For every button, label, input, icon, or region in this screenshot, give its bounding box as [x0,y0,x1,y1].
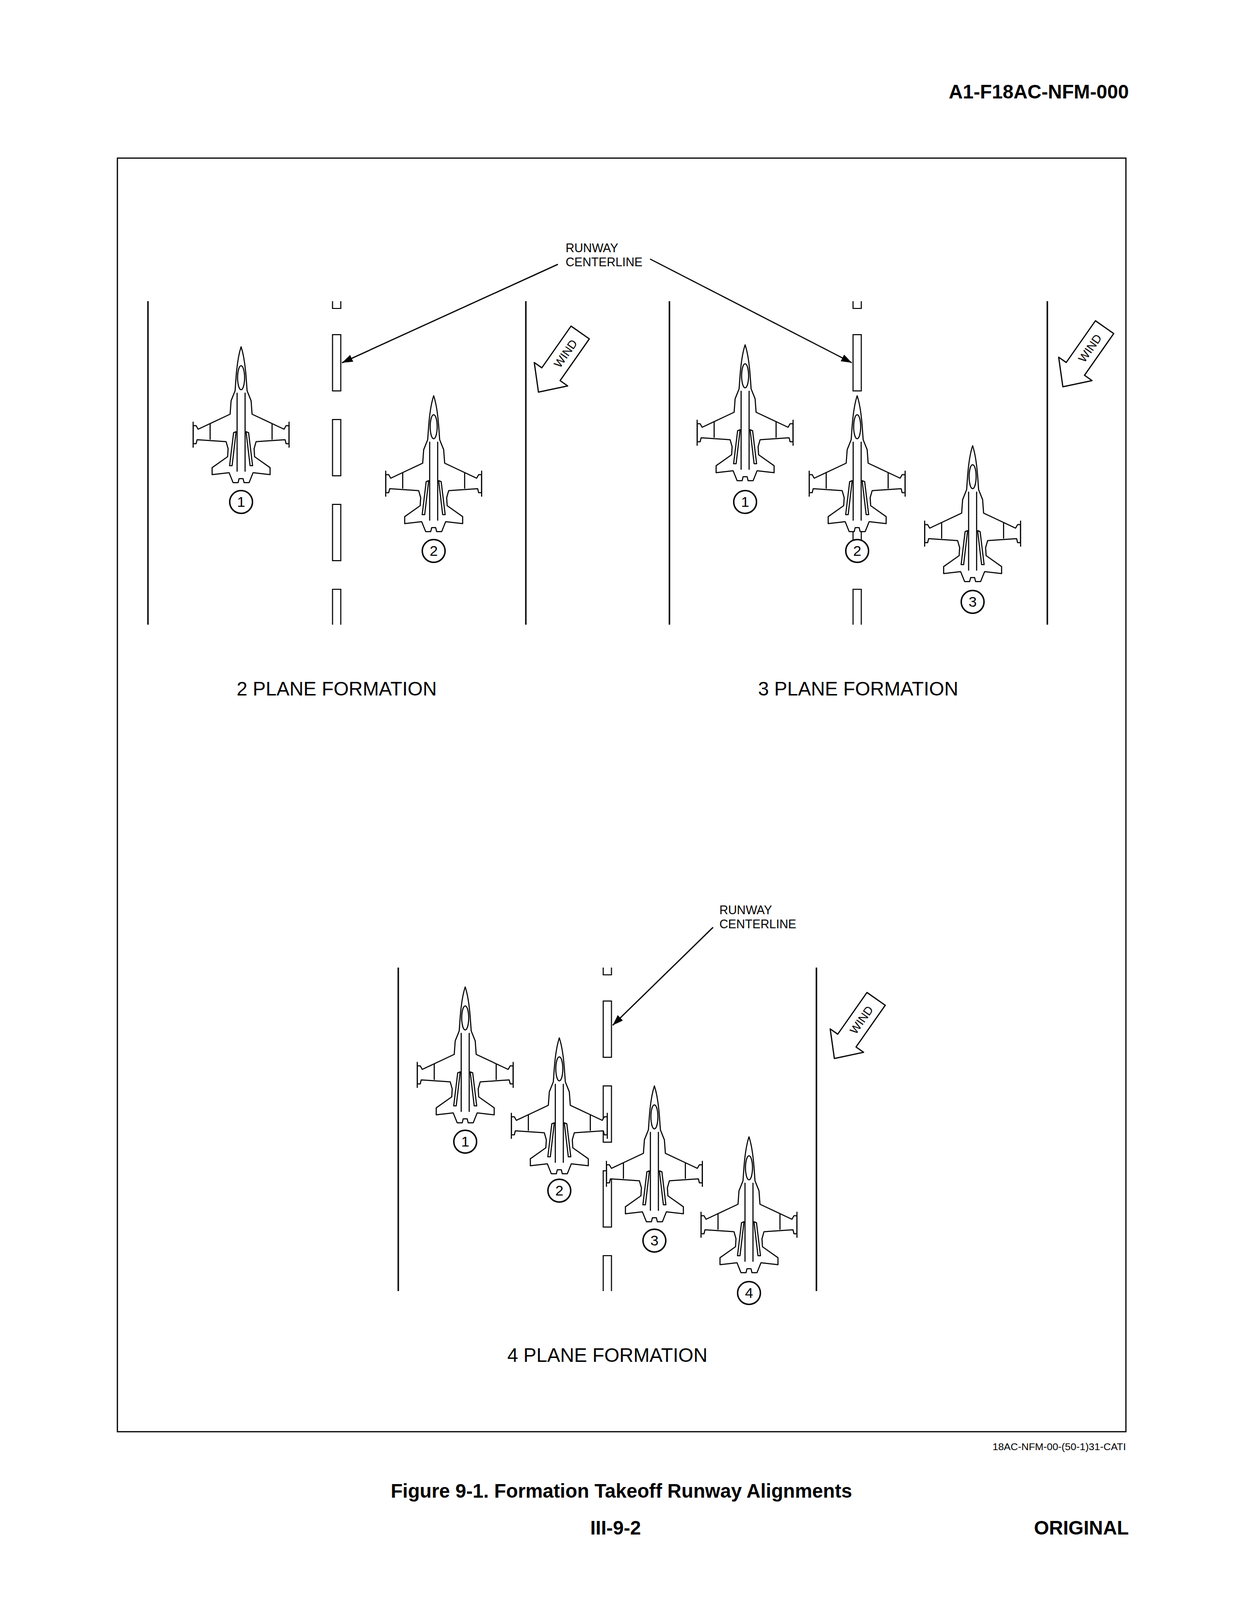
callout-number: 2 [555,1183,564,1199]
wind-arrow [817,987,894,1071]
callout-circle: 3 [960,589,985,615]
figure-border [117,158,1126,1433]
leader-line [650,259,852,363]
wind-arrow [1046,315,1122,399]
runway-2 [147,301,526,625]
callout-circle: 1 [732,489,758,515]
aircraft [385,395,482,532]
callout-circle: 2 [547,1178,572,1204]
callout-number: 2 [429,543,439,559]
runway-edge [815,967,818,1292]
callout-circle: 3 [642,1228,667,1254]
centerline-dash [853,589,862,625]
centerline-dash [332,504,342,561]
callout-label: RUNWAY CENTERLINE [719,903,802,932]
wind-arrow [521,320,598,404]
callout-number: 3 [968,594,977,610]
formation-title: 2 PLANE FORMATION [236,677,438,700]
callout-circle: 4 [736,1281,762,1306]
callout-circle: 2 [845,538,870,564]
aircraft [700,1137,798,1273]
aircraft [193,346,290,483]
aircraft [417,987,514,1124]
aircraft [697,344,794,481]
callout-circle: 1 [228,489,254,515]
revision-mark: ORIGINAL [1033,1516,1129,1540]
centerline-dash [603,1255,612,1292]
centerline-dash [853,301,862,309]
centerline-dash [332,334,342,391]
runway-edge [668,301,671,625]
figure-code: 18AC-NFM-00-(50-1)31-CATI [992,1441,1126,1453]
figure-caption: Figure 9-1. Formation Takeoff Runway Ali… [390,1480,852,1503]
runway-edge [525,301,527,625]
centerline-dash [853,334,862,391]
leader-line [341,264,558,363]
callout-number: 1 [741,494,750,510]
formation-title: 3 PLANE FORMATION [758,677,959,700]
callout-circle: 2 [421,538,446,564]
runway-edge [147,301,149,625]
centerline-dash [603,1001,612,1058]
callout-circle: 1 [453,1129,478,1155]
centerline-dash [603,967,612,976]
centerline-dash [332,589,342,625]
document-number: A1-F18AC-NFM-000 [948,80,1129,103]
callout-number: 4 [745,1285,754,1301]
callout-number: 3 [650,1233,659,1249]
runway-edge [397,967,400,1292]
centerline-dash [332,419,342,476]
aircraft [606,1086,703,1222]
runway-3 [669,301,1048,625]
callout-label: RUNWAY CENTERLINE [565,241,649,270]
aircraft [809,395,906,532]
aircraft [511,1038,608,1174]
callout-number: 1 [461,1134,470,1150]
formation-title: 4 PLANE FORMATION [507,1344,708,1367]
runway-4 [398,967,817,1292]
leader-line [612,927,714,1026]
aircraft [924,445,1021,582]
callout-number: 1 [237,494,246,510]
centerline-dash [332,301,342,309]
page-number: III-9-2 [590,1516,641,1540]
callout-number: 2 [853,543,862,559]
runway-edge [1046,301,1049,625]
